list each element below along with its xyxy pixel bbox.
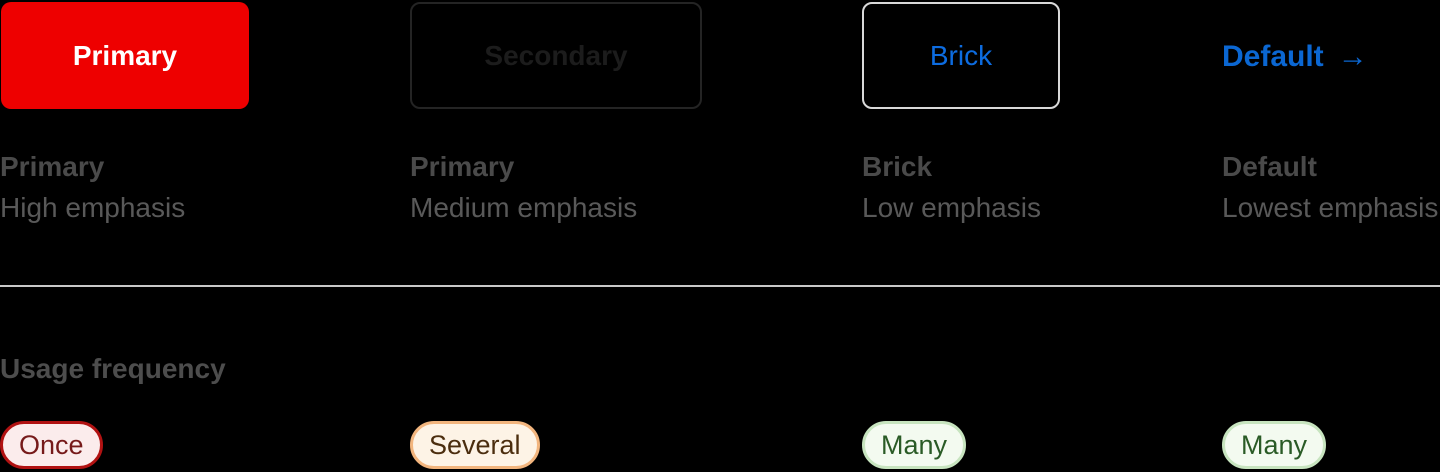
brick-button[interactable]: Brick xyxy=(862,2,1060,109)
badge-cell-brick: Many xyxy=(862,421,1222,469)
usage-badge-many: Many xyxy=(1222,421,1327,469)
column-brick: Brick xyxy=(862,2,1222,110)
column-primary: Primary xyxy=(0,2,410,110)
badge-cell-primary: Once xyxy=(0,421,410,469)
variant-emphasis: High emphasis xyxy=(0,192,186,223)
variant-name: Brick xyxy=(862,151,933,182)
variant-name: Primary xyxy=(0,151,105,182)
primary-button[interactable]: Primary xyxy=(1,2,249,109)
label-block-default: Default Lowest emphasis xyxy=(1222,150,1440,225)
usage-badge-many: Many xyxy=(862,421,967,469)
badge-cell-secondary: Several xyxy=(410,421,862,469)
variant-emphasis: Lowest emphasis xyxy=(1222,192,1439,223)
usage-badges-row: Once Several Many Many xyxy=(0,421,1440,469)
variant-name: Default xyxy=(1222,151,1317,182)
label-block-brick: Brick Low emphasis xyxy=(862,150,1222,225)
label-block-primary: Primary High emphasis xyxy=(0,150,410,225)
variant-emphasis: Medium emphasis xyxy=(410,192,638,223)
badge-cell-default: Many xyxy=(1222,421,1440,469)
labels-row: Primary High emphasis Primary Medium emp… xyxy=(0,150,1440,225)
section-divider xyxy=(0,285,1440,287)
secondary-button[interactable]: Secondary xyxy=(410,2,702,109)
column-secondary: Secondary xyxy=(410,2,862,110)
arrow-right-icon: → xyxy=(1337,40,1368,73)
default-link-label: Default xyxy=(1222,40,1324,73)
default-link[interactable]: Default → xyxy=(1222,42,1368,72)
usage-frequency-title: Usage frequency xyxy=(0,353,226,384)
variant-name: Primary xyxy=(410,151,515,182)
usage-badge-once: Once xyxy=(0,421,103,469)
buttons-row: Primary Secondary Brick Default → xyxy=(0,2,1440,110)
variant-emphasis: Low emphasis xyxy=(862,192,1041,223)
label-block-secondary: Primary Medium emphasis xyxy=(410,150,862,225)
column-default: Default → xyxy=(1222,2,1440,110)
usage-badge-several: Several xyxy=(410,421,540,469)
